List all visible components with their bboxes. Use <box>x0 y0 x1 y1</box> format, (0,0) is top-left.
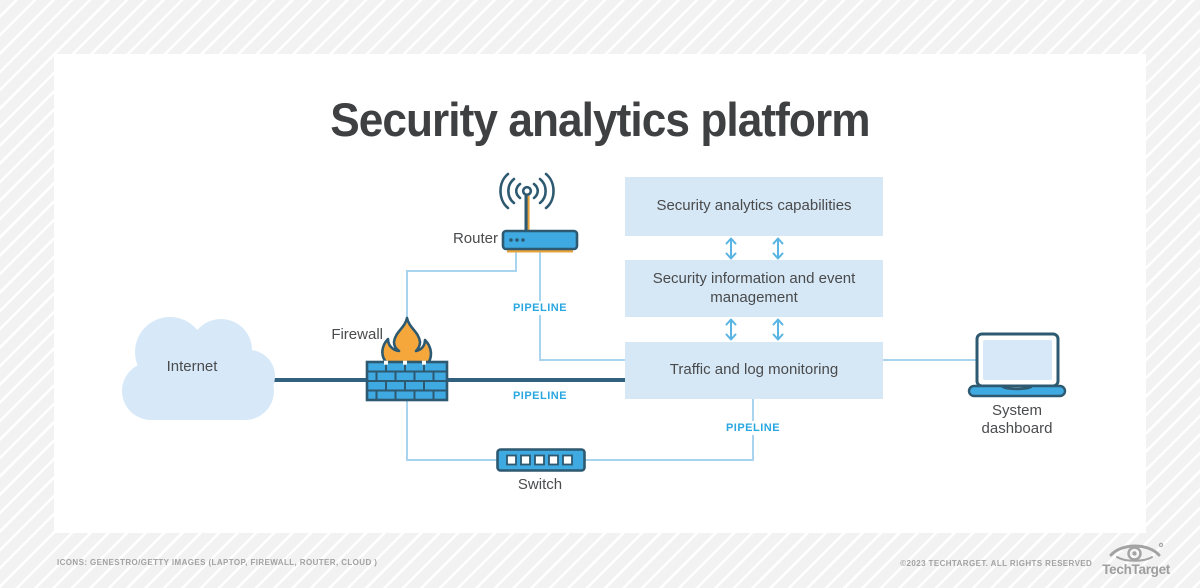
panel-label: Security information and event managemen… <box>652 269 856 306</box>
techtarget-wordmark: TechTarget <box>1102 561 1170 577</box>
double-arrow-icon <box>772 237 784 260</box>
switch-icon <box>496 448 586 472</box>
icons-credit: ICONS: GENESTRO/GETTY IMAGES (LAPTOP, FI… <box>57 558 378 567</box>
firewall-label: Firewall <box>331 326 383 343</box>
pipeline-label-switch: PIPELINE <box>718 421 788 435</box>
pipeline-label-router: PIPELINE <box>505 301 575 315</box>
router-label: Router <box>452 230 498 247</box>
connector-router-left-horizontal <box>406 270 517 272</box>
pipeline-label-trunk: PIPELINE <box>512 390 568 402</box>
router-icon <box>499 172 579 253</box>
panel-siem: Security information and event managemen… <box>625 260 883 317</box>
panel-label: Traffic and log monitoring <box>669 361 839 379</box>
switch-label: Switch <box>517 476 563 493</box>
connector-switch-horizontal <box>584 459 754 461</box>
connector-bottom-left-horizontal <box>406 459 498 461</box>
connector-router-left-vertical <box>515 250 517 272</box>
laptop-icon <box>967 332 1067 398</box>
techtarget-logo: TechTarget <box>1102 540 1170 577</box>
page-title: Security analytics platform <box>330 93 870 146</box>
panel-traffic-log-monitoring: Traffic and log monitoring <box>625 342 883 399</box>
internet-cloud-icon <box>122 317 275 420</box>
internet-label: Internet <box>166 358 218 375</box>
panel-label: Security analytics capabilities <box>656 197 852 215</box>
copyright-text: ©2023 TECHTARGET. ALL RIGHTS RESERVED <box>900 558 1093 568</box>
techtarget-eye-icon <box>1109 542 1164 562</box>
double-arrow-icon <box>772 318 784 341</box>
dashboard-label: System dashboard <box>981 402 1053 437</box>
footer-right: ©2023 TECHTARGET. ALL RIGHTS RESERVED Te… <box>900 536 1170 580</box>
double-arrow-icon <box>725 318 737 341</box>
connector-monitoring-to-laptop <box>883 359 977 361</box>
double-arrow-icon <box>725 237 737 260</box>
diagram-card <box>54 54 1146 533</box>
panel-security-analytics-capabilities: Security analytics capabilities <box>625 177 883 236</box>
connector-into-monitoring-horizontal <box>539 359 626 361</box>
firewall-icon <box>365 316 449 402</box>
